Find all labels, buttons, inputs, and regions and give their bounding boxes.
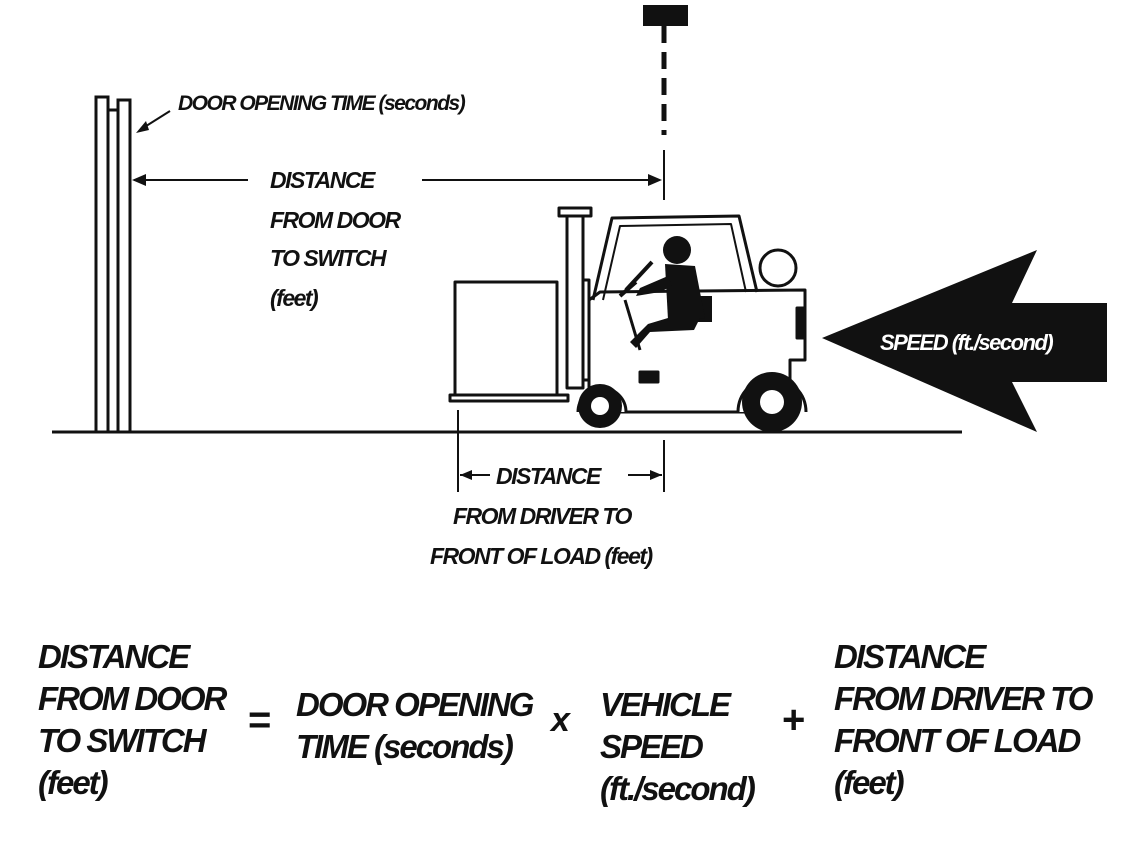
formula-lhs-line: DISTANCE (38, 638, 190, 675)
door-opening-time-label: DOOR OPENING TIME (seconds) (178, 92, 466, 115)
driver-to-load-dimension (457, 410, 665, 492)
forklift (448, 206, 808, 432)
formula-term-line: VEHICLE (600, 686, 731, 723)
formula-term-line: SPEED (600, 728, 704, 765)
speed-label: SPEED (ft./second) (880, 330, 1053, 355)
door-to-switch-dimension (132, 174, 662, 186)
speed-arrow (822, 250, 1107, 432)
driver-figure (630, 236, 705, 348)
switch-icon (643, 5, 688, 200)
formula-term-line: FRONT OF LOAD (834, 722, 1081, 759)
formula-term-line: FROM DRIVER TO (834, 680, 1093, 717)
equals-sign: = (248, 698, 272, 742)
formula-term-line: DISTANCE (834, 638, 986, 675)
driver-to-load-label: DISTANCE FROM DRIVER TO FRONT OF LOAD (f… (430, 463, 653, 569)
formula-term-line: TIME (seconds) (296, 728, 514, 765)
door-to-switch-label: DISTANCE FROM DOOR TO SWITCH (feet) (270, 167, 405, 311)
times-sign: x (551, 701, 570, 739)
forklift-door-diagram: DOOR OPENING TIME (seconds) DISTANCE FRO… (52, 5, 1107, 569)
load-box (453, 280, 559, 398)
formula-lhs-line: FROM DOOR (38, 680, 227, 717)
formula-term-door-time: DOOR OPENING TIME (seconds) (296, 684, 534, 768)
plus-sign: + (782, 698, 806, 742)
door-post (94, 95, 132, 434)
formula-term-driver-load: DISTANCE FROM DRIVER TO FRONT OF LOAD (f… (834, 636, 1093, 804)
formula-term-line: (ft./second) (600, 770, 756, 807)
mast (565, 212, 585, 390)
door-pointer-arrow (136, 110, 171, 133)
forks (448, 393, 570, 403)
formula-term-line: (feet) (834, 764, 905, 801)
formula-term-line: DOOR OPENING (296, 686, 534, 723)
formula-lhs-line: (feet) (38, 764, 109, 801)
formula-term-vehicle-speed: VEHICLE SPEED (ft./second) (600, 684, 756, 810)
counterweight (758, 248, 798, 288)
formula-lhs: DISTANCE FROM DOOR TO SWITCH (feet) (38, 636, 227, 804)
cab-frame (591, 214, 759, 301)
formula-lhs-line: TO SWITCH (38, 722, 207, 759)
